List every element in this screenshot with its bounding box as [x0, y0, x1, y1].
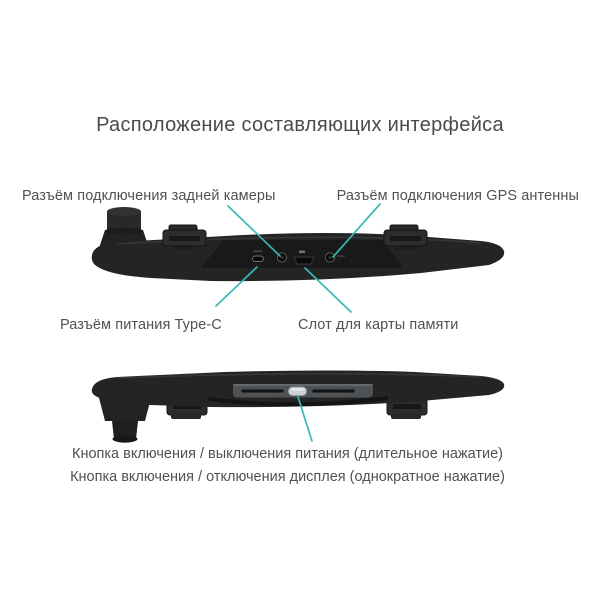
mirror-bottom-edge-illustration — [91, 370, 505, 443]
mirror-top-edge-illustration — [91, 207, 505, 282]
bottom-control-strip — [233, 384, 373, 398]
memory-card-slot-icon — [293, 250, 315, 265]
label-type-c-power-port: Разъём питания Type-C — [60, 317, 222, 333]
button-callouts: Кнопка включения / выключения питания (д… — [0, 443, 575, 489]
label-power-toggle: Кнопка включения / выключения питания (д… — [72, 446, 503, 462]
page-title: Расположение составляющих интерфейса — [96, 114, 504, 136]
label-rear-camera-port: Разъём подключения задней камеры — [22, 188, 276, 204]
mount-clip-right-icon — [383, 224, 428, 250]
label-gps-antenna-port: Разъём подключения GPS антенны — [336, 188, 579, 204]
rear-camera-jack-icon — [276, 252, 288, 263]
label-display-toggle: Кнопка включения / отключения дисплея (о… — [70, 469, 505, 485]
type-c-port-icon — [252, 255, 264, 262]
power-button-icon — [288, 386, 307, 396]
label-memory-card-slot: Слот для карты памяти — [298, 317, 459, 333]
mount-clip-left-icon — [162, 224, 207, 250]
